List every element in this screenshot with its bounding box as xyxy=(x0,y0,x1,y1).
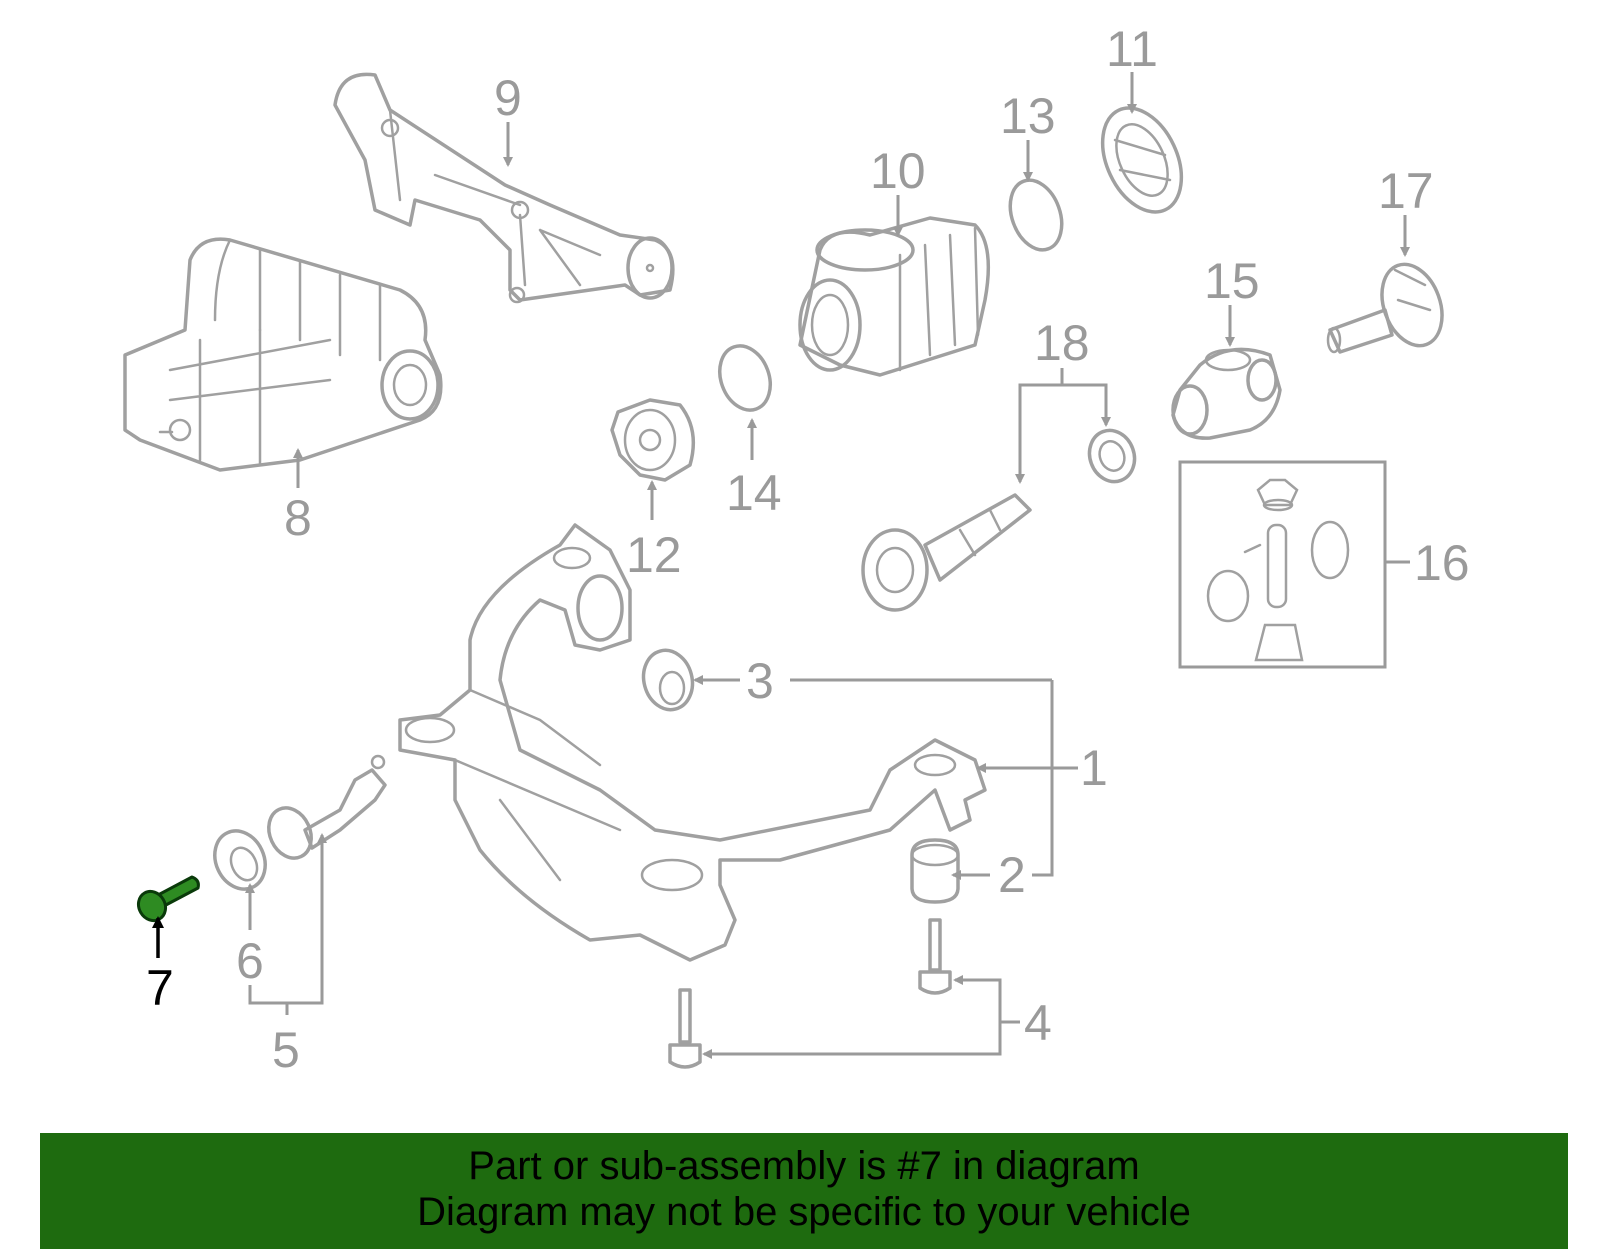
part-14-o-ring[interactable] xyxy=(711,339,779,417)
part-4-bolts[interactable] xyxy=(668,918,952,1069)
callout-9: 9 xyxy=(494,70,522,126)
part-7-bolt-highlighted[interactable] xyxy=(133,875,200,925)
callout-2: 2 xyxy=(998,847,1026,903)
callout-5: 5 xyxy=(272,1022,300,1078)
callout-17: 17 xyxy=(1378,163,1434,219)
part-15-diff-case[interactable] xyxy=(1171,347,1282,440)
callout-11: 11 xyxy=(1106,21,1158,77)
part-10-cover-housing[interactable] xyxy=(798,216,991,377)
part-3-bushing[interactable] xyxy=(637,645,699,715)
part-6-bushing[interactable] xyxy=(206,823,275,898)
callout-12: 12 xyxy=(626,527,682,583)
banner-line-2: Diagram may not be specific to your vehi… xyxy=(417,1190,1191,1234)
callout-1: 1 xyxy=(1080,740,1108,796)
callout-6: 6 xyxy=(236,933,264,989)
callout-10: 10 xyxy=(870,143,926,199)
leader-lines xyxy=(152,72,1410,1059)
part-18-output-shaft[interactable] xyxy=(861,424,1142,612)
part-16-gear-kit[interactable] xyxy=(1178,460,1387,669)
banner-line-1: Part or sub-assembly is #7 in diagram xyxy=(468,1144,1140,1188)
callout-15: 15 xyxy=(1204,253,1260,309)
info-banner: Part or sub-assembly is #7 in diagram Di… xyxy=(40,1133,1568,1249)
callout-8: 8 xyxy=(284,490,312,546)
callout-13: 13 xyxy=(1000,88,1056,144)
part-1-subframe[interactable] xyxy=(398,523,987,962)
callout-16: 16 xyxy=(1414,535,1470,591)
callout-4: 4 xyxy=(1024,995,1052,1051)
part-11-flange-cover[interactable] xyxy=(1087,95,1197,224)
part-13-o-ring[interactable] xyxy=(1001,173,1071,257)
part-17-drive-flange[interactable] xyxy=(1326,256,1453,354)
callout-18: 18 xyxy=(1034,315,1090,371)
part-9-mount-bracket[interactable] xyxy=(333,72,675,304)
part-12-flange[interactable] xyxy=(610,398,696,482)
part-2-bushing[interactable] xyxy=(910,838,960,904)
callout-14: 14 xyxy=(726,465,782,521)
part-8-differential-housing[interactable] xyxy=(123,237,443,472)
callout-3: 3 xyxy=(746,653,774,709)
callout-7: 7 xyxy=(146,960,174,1016)
callout-labels: 1 2 3 4 5 6 7 8 9 10 11 12 13 14 15 16 1… xyxy=(146,21,1470,1078)
